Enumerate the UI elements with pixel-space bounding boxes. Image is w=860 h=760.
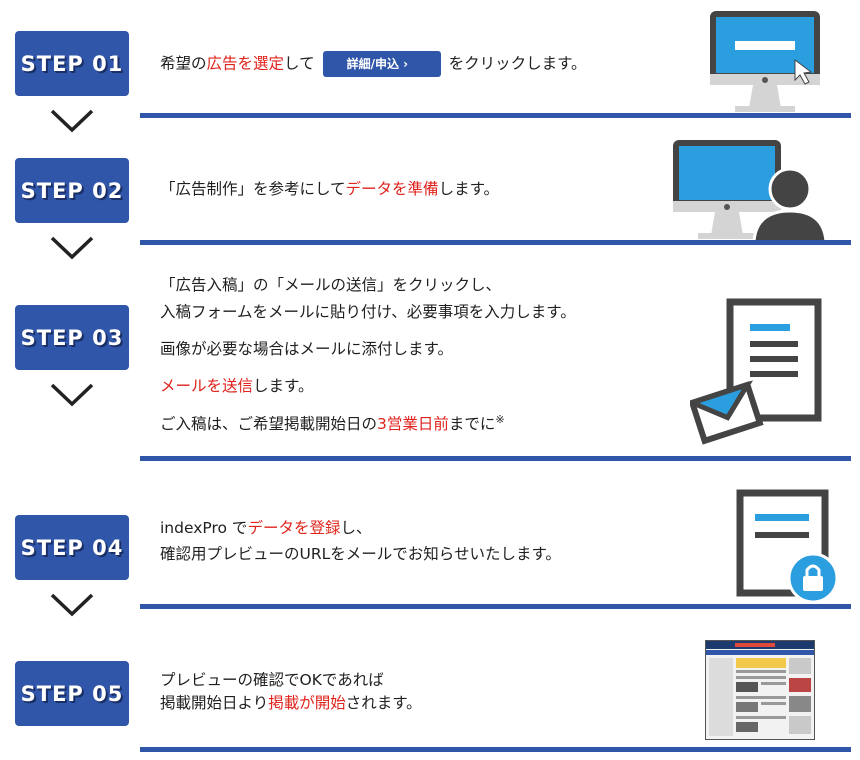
- monitor-user-icon: [673, 140, 828, 242]
- step-text: 「広告制作」を参考にしてデータを準備します。: [160, 180, 500, 198]
- monitor-cursor-icon: [710, 11, 820, 112]
- divider: [140, 604, 851, 609]
- chevron-down-icon: [50, 109, 94, 133]
- step-text-line-1: indexPro でデータを登録し、: [160, 519, 372, 537]
- document-mail-icon: [690, 298, 822, 445]
- document-lock-icon: [736, 489, 839, 604]
- step-text-line-3: 画像が必要な場合はメールに添付します。: [160, 340, 453, 358]
- divider: [140, 113, 851, 118]
- divider: [140, 240, 851, 245]
- chevron-down-icon: [50, 236, 94, 260]
- divider: [140, 456, 851, 461]
- step-text-line-1: プレビューの確認でOKであれば: [160, 671, 384, 689]
- step-badge: STEP 03: [15, 305, 129, 370]
- step-text-line-2: 掲載開始日より掲載が開始されます。: [160, 694, 422, 712]
- step-badge: STEP 04: [15, 515, 129, 580]
- step-badge: STEP 01: [15, 31, 129, 96]
- chevron-down-icon: [50, 593, 94, 617]
- step-text-line-5: ご入稿は、ご希望掲載開始日の3営業日前までに※: [160, 413, 505, 434]
- chevron-down-icon: [50, 383, 94, 407]
- detail-apply-button[interactable]: 詳細/申込 ›: [322, 51, 441, 77]
- preview-screenshot-thumbnail: [705, 640, 815, 740]
- step-badge: STEP 05: [15, 661, 129, 726]
- divider: [140, 747, 851, 752]
- step-text-line-2: 確認用プレビューのURLをメールでお知らせいたします。: [160, 545, 561, 563]
- step-text: 希望の広告を選定して詳細/申込 ›をクリックします。: [160, 51, 587, 77]
- step-text-line-2: 入稿フォームをメールに貼り付け、必要事項を入力します。: [160, 303, 576, 321]
- step-text-line-4: メールを送信します。: [160, 377, 314, 395]
- step-badge: STEP 02: [15, 158, 129, 223]
- step-text-line-1: 「広告入稿」の「メールの送信」をクリックし、: [160, 276, 502, 294]
